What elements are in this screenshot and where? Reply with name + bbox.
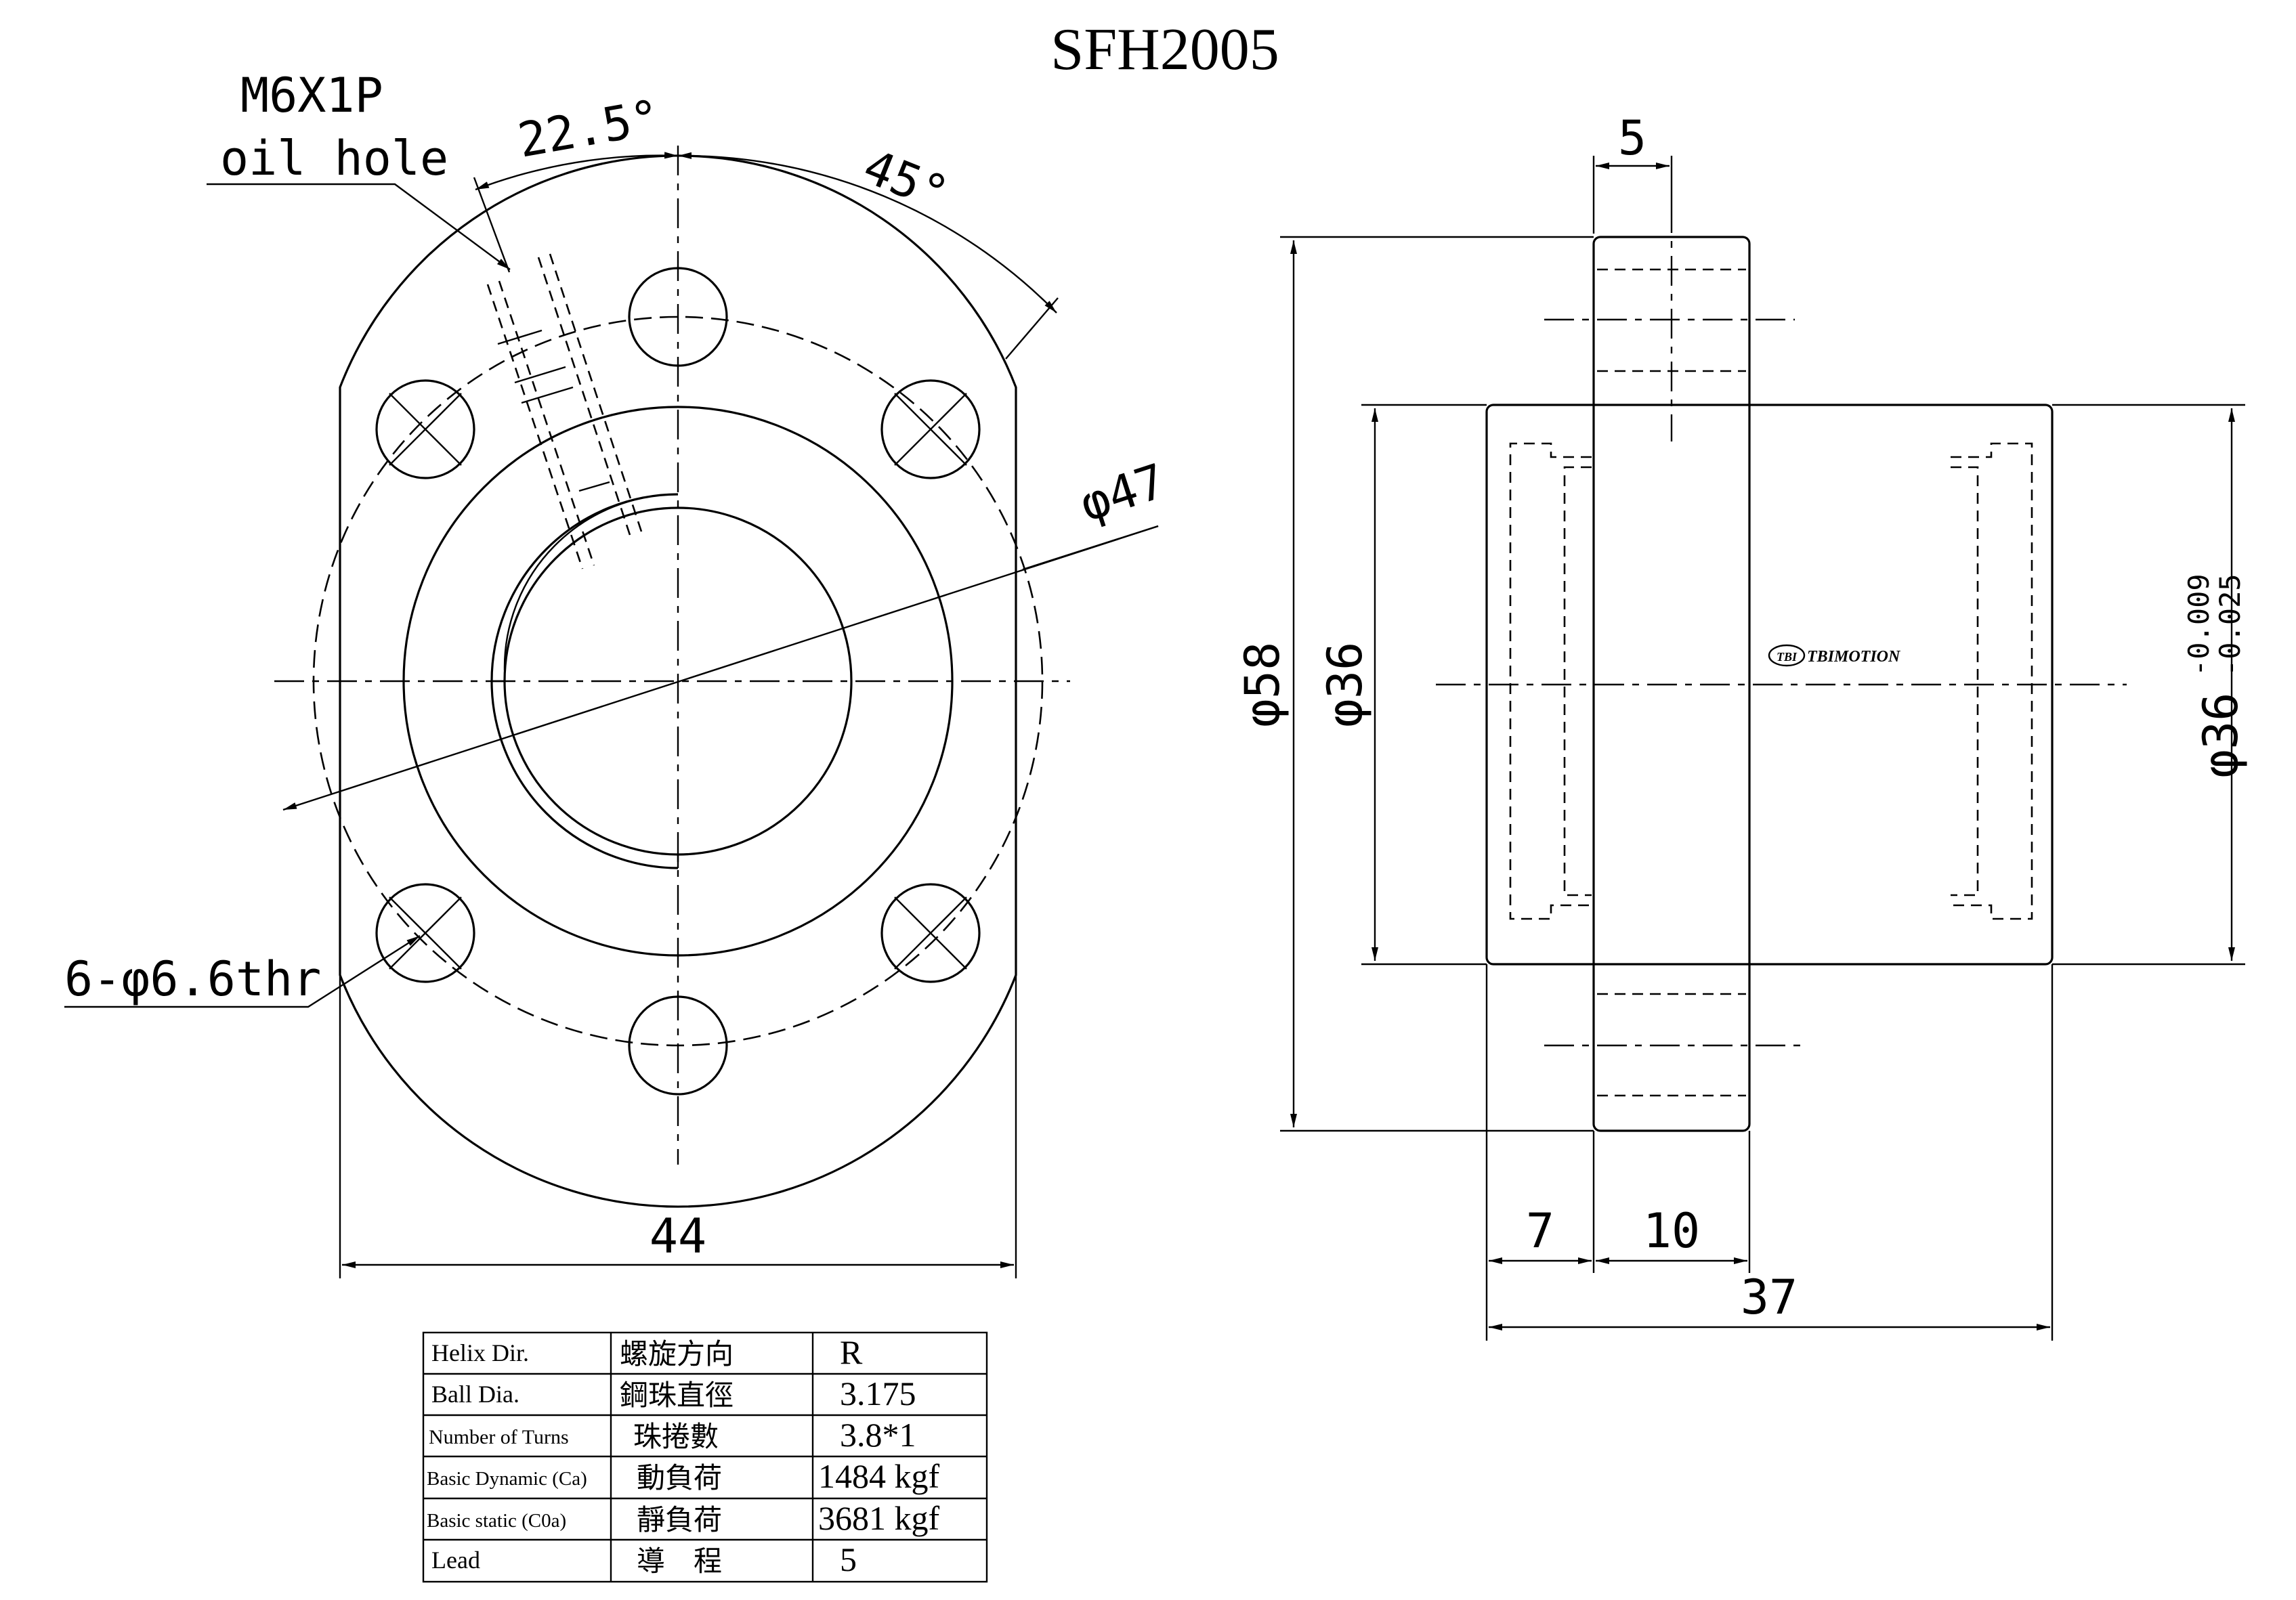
pcd-dimension-line <box>282 525 1159 811</box>
spigot-length-label: 7 <box>1526 1203 1554 1259</box>
table-row: Basic static (C0a) 靜負荷 3681 kgf <box>427 1499 940 1537</box>
row-en: Number of Turns <box>429 1426 569 1448</box>
table-row: Number of Turns 珠捲數 3.8*1 <box>429 1416 916 1454</box>
row-val: 3.175 <box>840 1375 916 1412</box>
row-val: 5 <box>840 1540 857 1578</box>
row-cn: 螺旋方向 <box>620 1337 734 1370</box>
row-val: R <box>840 1333 863 1371</box>
holes-leader <box>64 934 421 1008</box>
table-row: Basic Dynamic (Ca) 動負荷 1484 kgf <box>427 1457 940 1495</box>
inner-hidden-left <box>1509 442 1592 920</box>
flange-length-label: 10 <box>1643 1203 1700 1259</box>
row-cn: 珠捲數 <box>633 1420 719 1453</box>
angle-45-arc <box>677 152 1057 313</box>
row-val: 3.8*1 <box>840 1416 916 1454</box>
table-row: Helix Dir. 螺旋方向 R <box>431 1333 863 1371</box>
thread-note-line2: oil hole <box>220 131 448 186</box>
inner-hidden-right <box>1951 442 2033 920</box>
front-view: φ47 22.5° 45° M6X1P oil hole 6-φ6.6thr 4… <box>64 68 1172 1278</box>
flange-thickness-label: 5 <box>1618 110 1646 166</box>
row-en: Ball Dia. <box>431 1381 519 1408</box>
tbimotion-logo: TBI TBIMOTION <box>1768 644 1901 667</box>
nut-flange <box>1592 236 1751 1132</box>
logo-mark: TBI <box>1777 650 1798 664</box>
oil-hole-leader <box>207 183 511 270</box>
row-en: Basic static (C0a) <box>427 1510 566 1532</box>
width-label: 44 <box>650 1209 706 1264</box>
pcd-label: φ47 <box>1073 453 1172 532</box>
side-view: TBI TBIMOTION 5 φ58 φ36 φ36 -0.009 -0.02… <box>1235 110 2249 1341</box>
row-cn: 鋼珠直徑 <box>620 1379 734 1412</box>
body-dia-label: φ36 <box>1317 642 1373 727</box>
row-val: 3681 kgf <box>818 1499 940 1537</box>
row-en: Lead <box>431 1547 480 1574</box>
row-val: 1484 kgf <box>818 1457 940 1495</box>
angle-22-5-arc <box>475 152 679 191</box>
mounting-holes <box>375 267 981 1096</box>
total-length-label: 37 <box>1741 1270 1798 1325</box>
table-row: Lead 導 程 5 <box>431 1540 857 1578</box>
row-en: Helix Dir. <box>431 1339 529 1366</box>
row-cn: 導 程 <box>637 1544 722 1578</box>
logo-text: TBIMOTION <box>1807 648 1901 666</box>
angle-large-label: 45° <box>856 139 956 222</box>
drawing-title: SFH2005 <box>1050 17 1279 83</box>
spec-table: Helix Dir. 螺旋方向 R Ball Dia. 鋼珠直徑 3.175 N… <box>422 1331 988 1583</box>
thread-note-line1: M6X1P <box>240 68 383 123</box>
outer-dia-label: φ58 <box>1235 642 1290 727</box>
row-en: Basic Dynamic (Ca) <box>427 1468 587 1490</box>
tol-lower: -0.025 <box>2213 574 2247 676</box>
row-cn: 動負荷 <box>637 1461 722 1494</box>
table-row: Ball Dia. 鋼珠直徑 3.175 <box>431 1375 916 1412</box>
body-dia-tol-label: φ36 <box>2193 693 2249 778</box>
tol-upper: -0.009 <box>2182 574 2215 676</box>
holes-label: 6-φ6.6thr <box>64 951 321 1007</box>
row-cn: 靜負荷 <box>637 1503 722 1536</box>
nut-body <box>1485 404 2054 966</box>
oil-hole-hidden <box>486 253 643 569</box>
